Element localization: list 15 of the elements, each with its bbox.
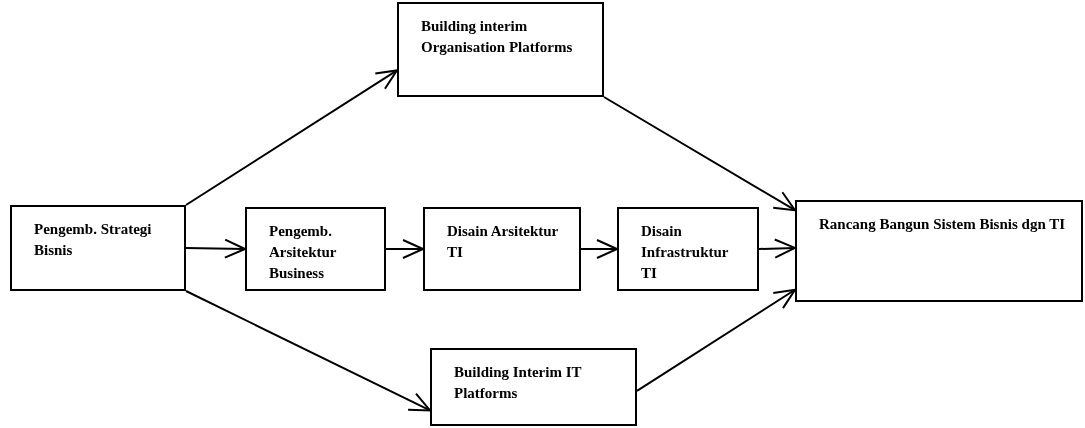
arrow	[603, 96, 796, 212]
arrow	[185, 69, 398, 206]
arrow	[185, 290, 431, 412]
process-box: Disain Infrastruktur TI	[617, 207, 759, 291]
process-box: Building Interim IT Platforms	[430, 348, 637, 426]
arrow	[758, 238, 796, 259]
arrow	[385, 239, 424, 259]
process-box: Disain Arsitektur TI	[423, 207, 581, 291]
process-box: Building interim Organisation Platforms	[397, 2, 604, 97]
process-box: Rancang Bangun Sistem Bisnis dgn TI	[795, 200, 1083, 302]
process-box: Pengemb. Strategi Bisnis	[10, 205, 186, 291]
arrow	[580, 239, 618, 259]
arrow	[185, 238, 246, 259]
process-box: Pengemb. Arsitektur Business	[245, 207, 386, 291]
arrow	[636, 288, 796, 392]
